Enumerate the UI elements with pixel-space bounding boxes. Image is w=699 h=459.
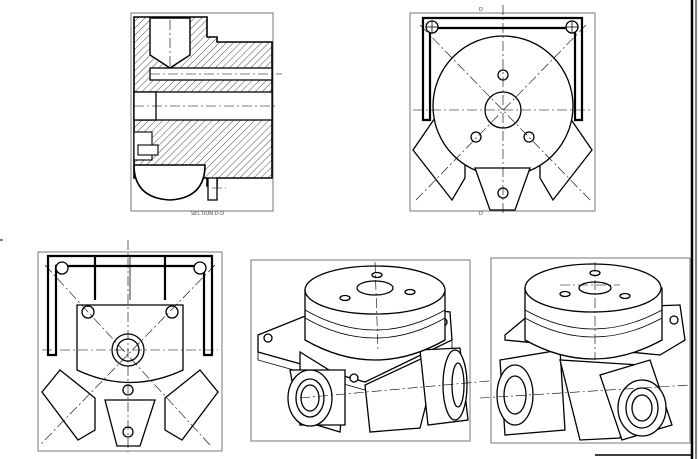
isometric-view-front: [250, 259, 501, 442]
section-mark-top: D: [479, 7, 483, 13]
top-view: D D: [409, 5, 596, 217]
section-caption: SECTION D-D: [191, 211, 224, 217]
isometric-view-rear: [479, 257, 691, 444]
bottom-view: [37, 240, 223, 452]
section-mark-bottom: D: [479, 211, 483, 217]
section-view: SECTION D-D: [130, 12, 282, 217]
